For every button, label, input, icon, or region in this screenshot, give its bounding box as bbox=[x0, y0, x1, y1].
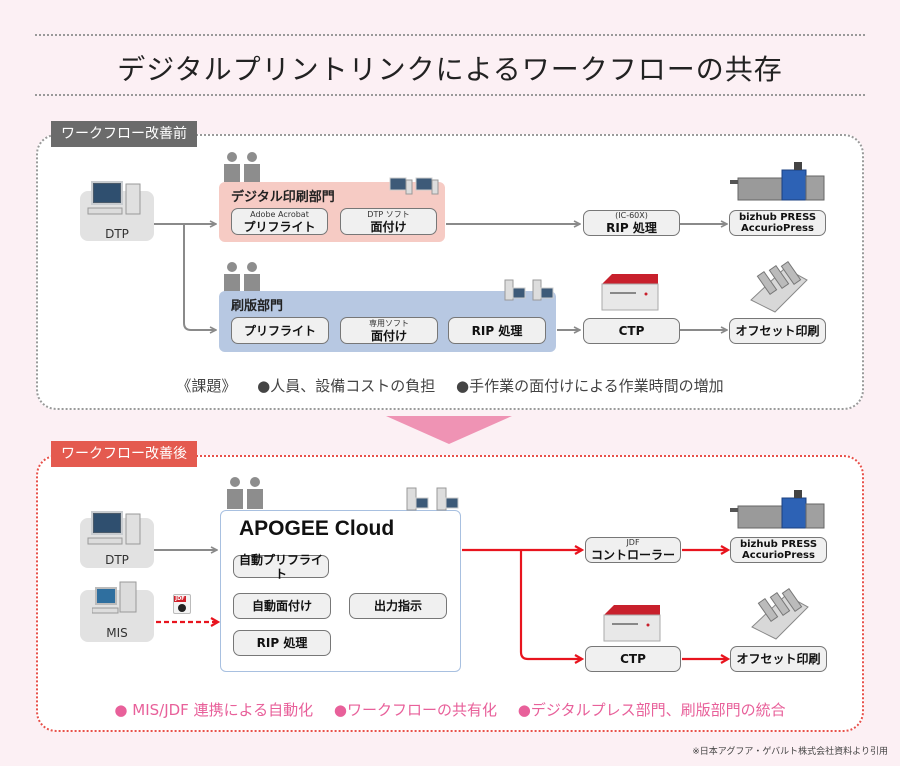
before-panel bbox=[36, 134, 864, 410]
server-computer-icon bbox=[92, 581, 137, 614]
ctp-machine-icon bbox=[601, 274, 659, 311]
dtp-source-label: DTP bbox=[105, 227, 129, 241]
after-bizhub-press-box: bizhub PRESS AccurioPress bbox=[730, 537, 827, 563]
apogee-title: APOGEE Cloud bbox=[239, 517, 395, 540]
issues-line: 《課題》 ●人員、設備コストの負担 ●手作業の面付けによる作業時間の増加 bbox=[0, 375, 900, 396]
after-dtp-label: DTP bbox=[105, 553, 129, 567]
ctp-machine-icon bbox=[603, 605, 661, 642]
offset-press-icon bbox=[751, 587, 809, 640]
plate-dept-title: 刷版部門 bbox=[231, 299, 284, 314]
plate-making-dept: 刷版部門 プリフライト 専用ソフト 面付け RIP 処理 bbox=[219, 291, 556, 352]
ctp-box: CTP bbox=[583, 318, 680, 344]
digital-print-dept: デジタル印刷部門 Adobe Acrobat プリフライト DTP ソフト 面付… bbox=[219, 182, 445, 242]
jdf-controller-box: JDF コントローラー bbox=[585, 537, 681, 563]
dtp-to-plate-arrow bbox=[183, 224, 216, 330]
source-credit: ※日本アグフア・ゲバルト株式会社資料より引用 bbox=[692, 747, 888, 757]
after-offset-print-box: オフセット印刷 bbox=[730, 646, 827, 672]
digital-dept-title: デジタル印刷部門 bbox=[231, 190, 335, 205]
benefits-line: ● MIS/JDF 連携による自動化 ●ワークフローの共有化 ●デジタルプレス部… bbox=[0, 699, 900, 720]
plate-step-imposition: 専用ソフト 面付け bbox=[340, 317, 438, 344]
people-icon bbox=[227, 477, 263, 509]
digital-step-preflight: Adobe Acrobat プリフライト bbox=[231, 208, 328, 235]
digital-press-icon bbox=[730, 162, 825, 201]
offset-press-icon bbox=[750, 260, 808, 313]
plate-step-preflight: プリフライト bbox=[231, 317, 329, 344]
mis-label: MIS bbox=[106, 626, 128, 640]
apogee-step-auto-preflight: 自動プリフライト bbox=[233, 553, 329, 581]
people-icon bbox=[224, 152, 260, 182]
apogee-step-output-instruction: 出力指示 bbox=[349, 593, 447, 619]
after-tag: ワークフロー改善後 bbox=[51, 441, 197, 467]
issue-item: ●人員、設備コストの負担 bbox=[257, 377, 436, 395]
before-tag: ワークフロー改善前 bbox=[51, 121, 197, 147]
offset-print-box: オフセット印刷 bbox=[729, 318, 826, 344]
down-arrow bbox=[386, 416, 512, 444]
jdf-file-icon: JDF bbox=[173, 594, 191, 614]
workstations-icon bbox=[504, 279, 554, 301]
workstations-icon bbox=[406, 487, 459, 511]
apogee-cloud-box: APOGEE Cloud 自動プリフライト 自動面付け 出力指示 RIP 処理 bbox=[220, 510, 461, 672]
apogee-to-ctp-arrow bbox=[519, 550, 582, 659]
issue-item: ●手作業の面付けによる作業時間の増加 bbox=[456, 377, 724, 395]
digital-step-imposition: DTP ソフト 面付け bbox=[340, 208, 437, 235]
after-ctp-box: CTP bbox=[585, 646, 681, 672]
desktop-computer-icon bbox=[87, 181, 141, 215]
desktop-computer-icon bbox=[87, 511, 141, 545]
apogee-step-rip: RIP 処理 bbox=[233, 630, 331, 656]
digital-press-icon bbox=[730, 490, 825, 529]
title-top-divider bbox=[35, 34, 865, 36]
people-icon bbox=[224, 262, 260, 292]
bizhub-press-box: bizhub PRESS AccurioPress bbox=[729, 210, 826, 236]
rip-ic60x-box: (IC-60X) RIP 処理 bbox=[583, 210, 680, 236]
jdf-file-label: JDF bbox=[174, 596, 186, 602]
plate-step-rip: RIP 処理 bbox=[448, 317, 546, 344]
workstations-icon bbox=[389, 177, 439, 195]
title-bottom-divider bbox=[35, 94, 865, 96]
issues-label: 《課題》 bbox=[176, 377, 237, 395]
apogee-step-auto-imposition: 自動面付け bbox=[233, 593, 331, 619]
benefit-item: ●デジタルプレス部門、刷版部門の統合 bbox=[517, 701, 786, 719]
benefit-item: ● MIS/JDF 連携による自動化 bbox=[114, 701, 314, 719]
page-title: デジタルプリントリンクによるワークフローの共存 bbox=[117, 53, 783, 86]
benefit-item: ●ワークフローの共有化 bbox=[333, 701, 497, 719]
